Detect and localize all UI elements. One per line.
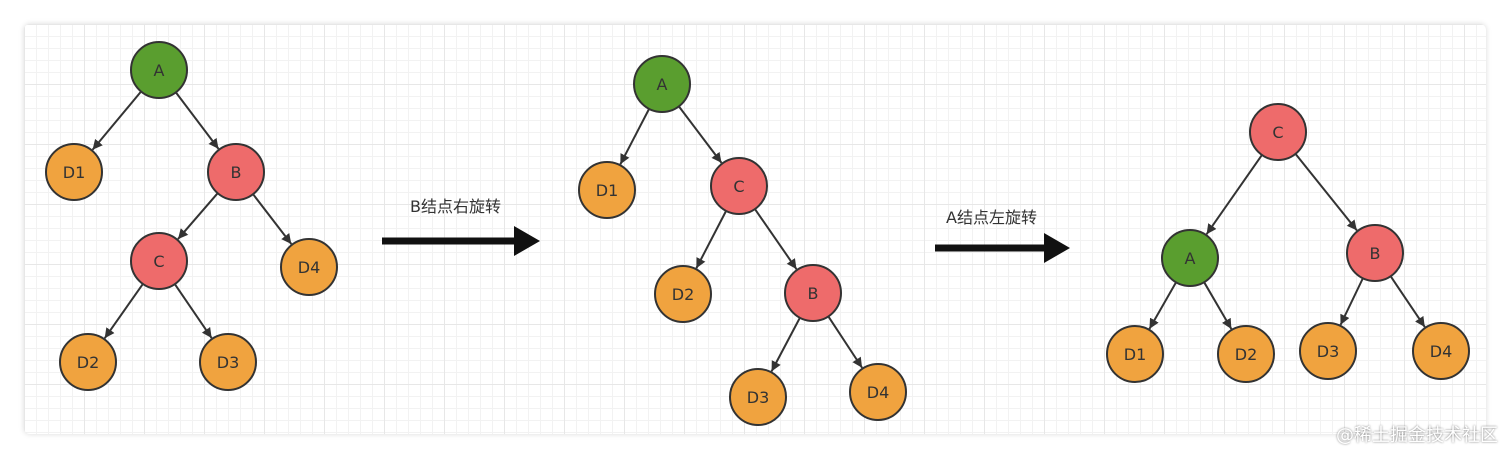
node-circle: [1161, 229, 1219, 287]
node-label: D4: [1430, 342, 1453, 361]
tree-2-edge-C-D2: [695, 210, 727, 269]
tree-2-edge-A-D1: [619, 108, 650, 165]
step-1-arrow-head: [514, 226, 540, 256]
tree-1-edge-C-D3: [173, 283, 213, 339]
node-circle: [849, 363, 907, 421]
node-circle: [1346, 224, 1404, 282]
node-label: A: [154, 61, 165, 80]
node-circle: [130, 41, 188, 99]
node-label: D1: [63, 163, 86, 182]
node-circle: [280, 238, 338, 296]
node-label: D4: [867, 383, 890, 402]
tree-1-edge-A-B: [175, 91, 220, 150]
tree-2-edge-B-D4: [827, 315, 863, 369]
node-label: D3: [217, 353, 240, 372]
node-circle: [1249, 103, 1307, 161]
node-circle: [784, 264, 842, 322]
node-circle: [59, 333, 117, 391]
node-label: D2: [672, 285, 695, 304]
tree-2-node-B: B: [784, 264, 842, 322]
tree-2-edge-A-C: [678, 105, 723, 164]
tree-1-node-D4: D4: [280, 238, 338, 296]
node-label: C: [153, 252, 164, 271]
tree-3-node-A: A: [1161, 229, 1219, 287]
edges-layer: [91, 90, 1426, 372]
node-circle: [1217, 325, 1275, 383]
tree-3-node-D2: D2: [1217, 325, 1275, 383]
node-label: D1: [1124, 345, 1147, 364]
tree-3-edge-A-D1: [1148, 281, 1177, 330]
tree-3-node-D4: D4: [1412, 322, 1470, 380]
tree-2-node-D3: D3: [729, 368, 787, 426]
watermark: @稀土掘金技术社区: [1336, 425, 1498, 446]
node-circle: [1412, 322, 1470, 380]
step-1: B结点右旋转: [382, 197, 540, 256]
tree-2-edge-C-B: [754, 208, 798, 270]
node-label: A: [1185, 249, 1196, 268]
tree-1-node-C: C: [130, 232, 188, 290]
node-label: B: [231, 163, 242, 182]
step-2-label: A结点左旋转: [946, 208, 1037, 227]
tree-2-edge-B-D3: [770, 317, 801, 372]
tree-2-node-D1: D1: [578, 161, 636, 219]
tree-2-node-D4: D4: [849, 363, 907, 421]
tree-3-node-D3: D3: [1299, 322, 1357, 380]
step-1-label: B结点右旋转: [410, 197, 501, 216]
tree-3-node-C: C: [1249, 103, 1307, 161]
node-label: D3: [747, 388, 770, 407]
tree-3-edge-B-D4: [1389, 275, 1426, 328]
tree-1-node-A: A: [130, 41, 188, 99]
tree-1-edge-A-D1: [91, 90, 142, 151]
grid-canvas: [24, 24, 1486, 434]
tree-3-edge-A-D2: [1203, 281, 1233, 330]
tree-2-node-A: A: [633, 55, 691, 113]
node-circle: [1106, 325, 1164, 383]
node-circle: [199, 333, 257, 391]
node-label: D4: [298, 258, 321, 277]
tree-1-node-D2: D2: [59, 333, 117, 391]
tree-3-edge-C-A: [1205, 154, 1263, 235]
tree-1-node-D1: D1: [45, 143, 103, 201]
tree-1-edge-B-C: [177, 192, 219, 240]
node-label: A: [657, 75, 668, 94]
tree-3-node-B: B: [1346, 224, 1404, 282]
tree-1-edge-C-D2: [103, 283, 144, 339]
tree-3-node-D1: D1: [1106, 325, 1164, 383]
tree-1-node-B: B: [207, 143, 265, 201]
node-label: D2: [1235, 345, 1258, 364]
node-label: C: [1272, 123, 1283, 142]
node-label: D1: [596, 181, 619, 200]
node-label: D3: [1317, 342, 1340, 361]
node-circle: [710, 157, 768, 215]
tree-1-node-D3: D3: [199, 333, 257, 391]
tree-2-node-C: C: [710, 157, 768, 215]
node-circle: [207, 143, 265, 201]
node-label: C: [733, 177, 744, 196]
step-2: A结点左旋转: [935, 208, 1070, 263]
node-label: B: [1370, 244, 1381, 263]
node-circle: [45, 143, 103, 201]
node-circle: [1299, 322, 1357, 380]
node-circle: [578, 161, 636, 219]
node-circle: [654, 265, 712, 323]
node-circle: [729, 368, 787, 426]
node-circle: [130, 232, 188, 290]
tree-2-node-D2: D2: [654, 265, 712, 323]
node-circle: [633, 55, 691, 113]
tree-1-edge-B-D4: [252, 193, 293, 245]
tree-3-edge-C-B: [1294, 153, 1358, 231]
tree-3-edge-B-D3: [1339, 277, 1364, 326]
step-2-arrow-head: [1044, 233, 1070, 263]
node-label: B: [808, 284, 819, 303]
node-label: D2: [77, 353, 100, 372]
